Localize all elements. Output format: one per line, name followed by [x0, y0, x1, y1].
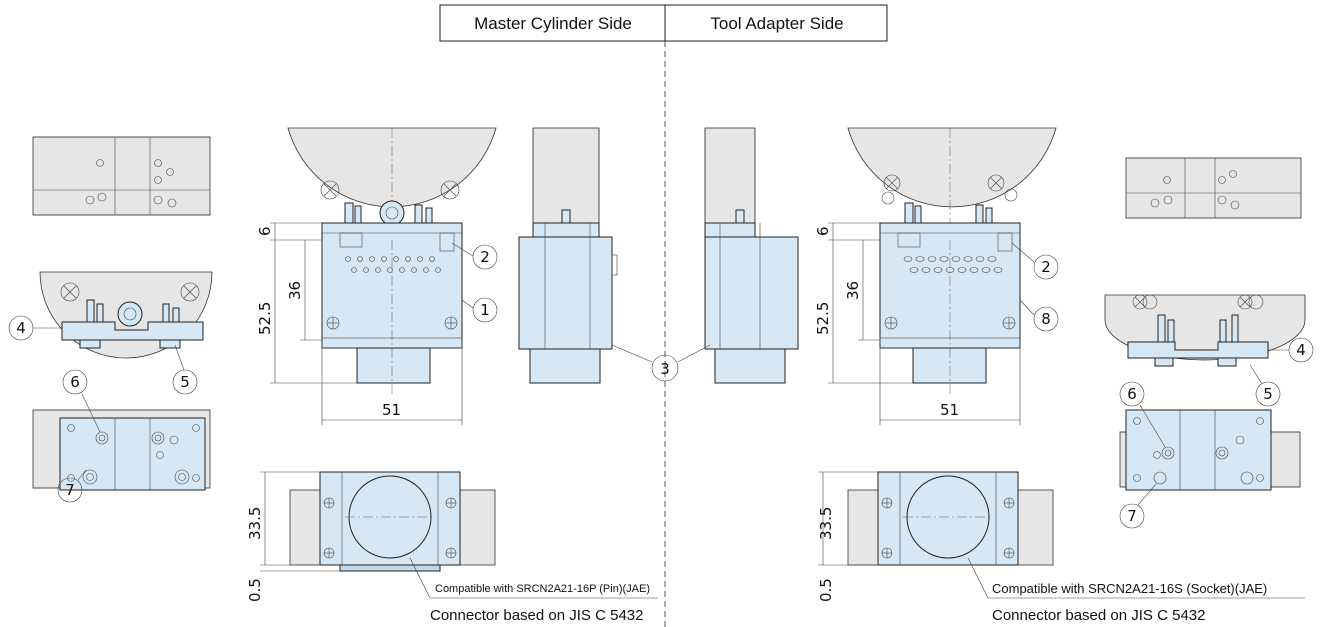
- master-side-label: Master Cylinder Side: [474, 14, 632, 33]
- master-mount-views: [32, 136, 213, 491]
- balloon-5-master: 5: [180, 373, 190, 391]
- master-bottom-view: 33.5 0.5 Compatible with SRCN2A21-16P (P…: [246, 471, 658, 624]
- tool-compat-note: Compatible with SRCN2A21-16S (Socket)(JA…: [992, 581, 1267, 596]
- tool-bottom-view: 33.5 0.5 Compatible with SRCN2A21-16S (S…: [817, 471, 1305, 624]
- tool-dim-total-height: 52.5: [814, 302, 832, 335]
- tool-dim-pin-offset: 0.5: [817, 578, 835, 602]
- balloon-3: 3: [660, 360, 670, 378]
- balloon-4-master: 4: [16, 319, 26, 337]
- tool-dim-inner-height: 36: [844, 281, 862, 300]
- tool-connector-note: Connector based on JIS C 5432: [992, 607, 1205, 624]
- dim-total-height: 52.5: [256, 302, 274, 335]
- balloon-5-tool: 5: [1263, 385, 1273, 403]
- balloon-4-tool: 4: [1296, 341, 1306, 359]
- balloon-2-tool: 2: [1041, 258, 1051, 276]
- tool-dim-bottom-height: 33.5: [817, 507, 835, 540]
- balloons: 2 1 3 2 8 4 5 6 7 4: [8, 242, 1314, 529]
- balloon-6-master: 6: [70, 373, 80, 391]
- master-front-view: 6 36 52.5 51: [256, 127, 497, 425]
- tool-dim-width: 51: [940, 401, 959, 419]
- balloon-6-tool: 6: [1127, 385, 1137, 403]
- master-side-view: [518, 127, 618, 384]
- dim-pin-offset: 0.5: [246, 578, 264, 602]
- tool-dim-top-offset: 6: [814, 226, 832, 236]
- dim-inner-height: 36: [286, 281, 304, 300]
- balloon-7-tool: 7: [1127, 507, 1137, 525]
- dim-bottom-height: 33.5: [246, 507, 264, 540]
- header-table: Master Cylinder Side Tool Adapter Side: [439, 4, 888, 42]
- dim-top-offset: 6: [256, 226, 274, 236]
- tool-mount-views: [1104, 157, 1306, 491]
- master-connector-note: Connector based on JIS C 5432: [430, 607, 643, 624]
- tool-side-view: [704, 127, 799, 384]
- dim-width: 51: [382, 401, 401, 419]
- master-compat-note: Compatible with SRCN2A21-16P (Pin)(JAE): [435, 583, 650, 595]
- balloon-7-master: 7: [65, 481, 75, 499]
- tool-side-label: Tool Adapter Side: [710, 14, 843, 33]
- balloon-2-master: 2: [480, 248, 490, 266]
- tool-front-view: 6 36 52.5 51: [814, 127, 1057, 425]
- balloon-1: 1: [480, 301, 490, 319]
- balloon-8: 8: [1041, 310, 1051, 328]
